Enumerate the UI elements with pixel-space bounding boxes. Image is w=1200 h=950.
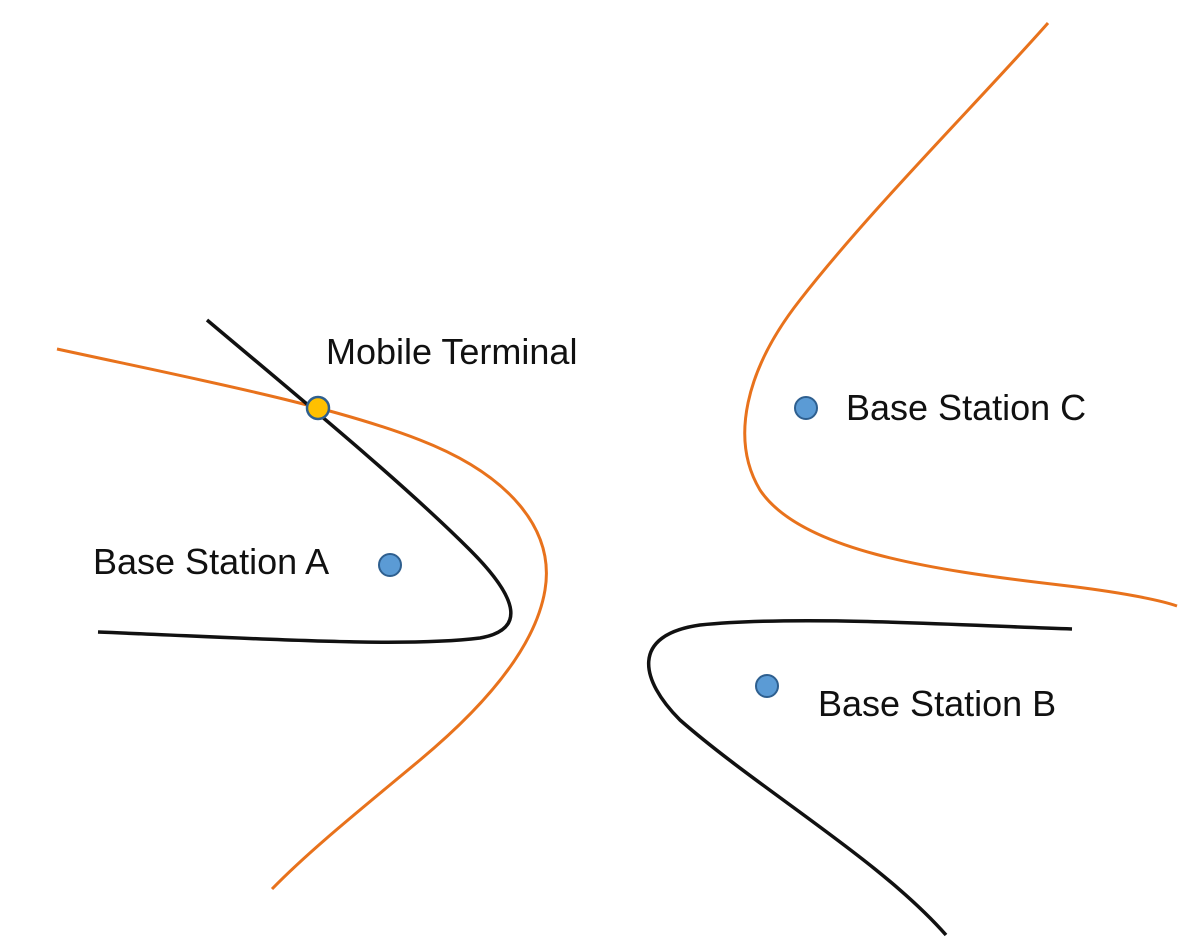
hyperbola-branch-orange-left (56, 347, 548, 891)
base-station-b-label: Base Station B (818, 683, 1056, 724)
hyperbola-branch-black-left (97, 318, 513, 644)
mobile-terminal-marker (305, 395, 331, 421)
base-station-c-label: Base Station C (846, 387, 1086, 428)
base-station-a-marker (378, 553, 402, 577)
mobile-terminal-label: Mobile Terminal (326, 331, 577, 372)
hyperbola-branch-black-right (647, 618, 1073, 937)
base-station-a-label: Base Station A (93, 541, 329, 582)
base-station-c-marker (794, 396, 818, 420)
base-station-b-marker (755, 674, 779, 698)
hyperbola-branch-orange-right (743, 22, 1178, 608)
